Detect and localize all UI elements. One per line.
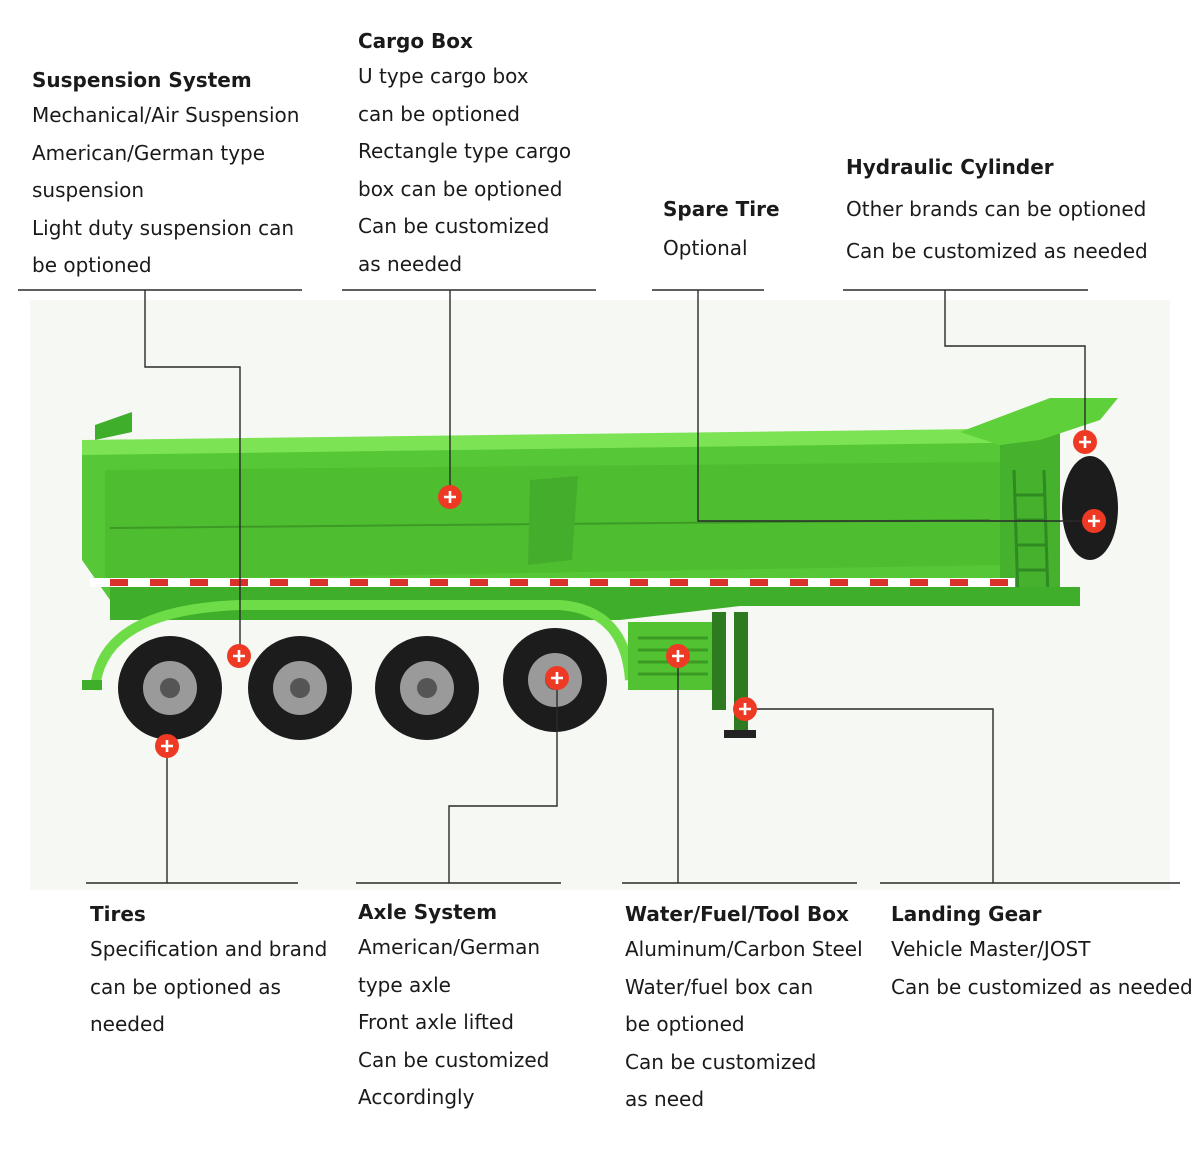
cargo-box-line: can be optioned [358, 101, 520, 126]
suspension-line: Mechanical/Air Suspension [32, 103, 300, 127]
rear-ladder [1012, 469, 1050, 599]
axle-title: Axle System [358, 900, 498, 924]
center-stiffener [528, 476, 578, 565]
cargo-box-top-rail [82, 428, 1060, 455]
dump-trailer-illustration [82, 398, 1118, 740]
landing-gear-leader [745, 708, 994, 883]
cargo-box-marker-icon [438, 485, 462, 509]
suspension-leader [144, 290, 241, 656]
wheels [118, 628, 607, 740]
spare-tire-shape [1062, 456, 1118, 560]
axle-leader [448, 678, 558, 883]
landing-gear-line: Can be customized as needed [891, 974, 1193, 999]
tires-callout: Tires Specification and brand can be opt… [90, 901, 327, 1044]
suspension-callout: Suspension System Mechanical/Air Suspens… [32, 67, 299, 285]
cargo-box-line: Can be customized [358, 214, 550, 238]
tool-box-callout: Water/Fuel/Tool Box Aluminum/Carbon Stee… [625, 901, 863, 1119]
cargo-box-line: Rectangle type cargo [358, 139, 572, 163]
axle-line: Can be customized [358, 1047, 550, 1072]
leader-lines [18, 289, 1180, 884]
spare-tire-marker-icon [1082, 509, 1106, 533]
tool-box-line: Water/fuel box can [625, 974, 814, 999]
cargo-box-line: box can be optioned [358, 176, 563, 201]
axle-line: type axle [358, 972, 451, 997]
suspension-line: Light duty suspension can [32, 215, 295, 240]
tool-box-line: be optioned [625, 1012, 745, 1036]
hydraulic-marker-icon [1073, 430, 1097, 454]
rear-tailgate [1000, 430, 1060, 600]
suspension-title: Suspension System [32, 68, 252, 92]
cargo-box-callout: Cargo Box U type cargo box can be option… [358, 28, 571, 283]
tires-title: Tires [90, 902, 146, 926]
suspension-line: American/German type [32, 140, 266, 165]
axle-marker-icon [545, 666, 569, 690]
tires-line: needed [90, 1012, 165, 1036]
axle-line: Front axle lifted [358, 1010, 514, 1034]
suspension-line: suspension [32, 178, 145, 202]
landing-gear-line: Vehicle Master/JOST [891, 937, 1091, 961]
hotspot-markers [155, 430, 1106, 758]
spare-tire-title: Spare Tire [663, 197, 780, 221]
axle-line: American/German [358, 935, 541, 959]
cargo-box-line: U type cargo box [358, 64, 529, 88]
tires-marker-icon [155, 734, 179, 758]
canopy-bracket [960, 398, 1118, 445]
tool-box-marker-icon [666, 644, 690, 668]
tool-box-title: Water/Fuel/Tool Box [625, 902, 849, 926]
reflective-strip-red [110, 579, 1008, 586]
landing-gear-marker-icon [733, 697, 757, 721]
hydraulic-leader [944, 290, 1086, 441]
landing-gear-callout: Landing Gear Vehicle Master/JOST Can be … [891, 901, 1193, 1006]
cargo-box-title: Cargo Box [358, 29, 473, 53]
suspension-marker-icon [227, 644, 251, 668]
tool-box-line: as need [625, 1087, 705, 1111]
axle-callout: Axle System American/German type axle Fr… [358, 899, 549, 1117]
tool-box-line: Aluminum/Carbon Steel [625, 937, 863, 961]
chassis-frame [110, 587, 1080, 620]
spare-tire-leader [697, 290, 1093, 522]
mud-flap [82, 680, 102, 690]
cargo-box-line: as needed [358, 251, 463, 276]
landing-gear-foot [724, 730, 756, 738]
suspension-line: be optioned [32, 253, 152, 277]
hydraulic-line: Can be customized as needed [846, 239, 1148, 263]
front-headboard [95, 412, 132, 440]
hydraulic-line: Other brands can be optioned [846, 197, 1147, 221]
axle-line: Accordingly [358, 1085, 475, 1109]
spare-tire-line: Optional [663, 236, 748, 260]
tires-line: Specification and brand [90, 937, 328, 961]
landing-gear-leg-front [712, 612, 726, 710]
tires-line: can be optioned as [90, 974, 281, 999]
hydraulic-callout: Hydraulic Cylinder Other brands can be o… [846, 154, 1148, 272]
hydraulic-title: Hydraulic Cylinder [846, 155, 1054, 179]
landing-gear-title: Landing Gear [891, 902, 1042, 926]
tool-box-line: Can be customized [625, 1049, 817, 1074]
spare-tire-callout: Spare Tire Optional [663, 196, 780, 268]
